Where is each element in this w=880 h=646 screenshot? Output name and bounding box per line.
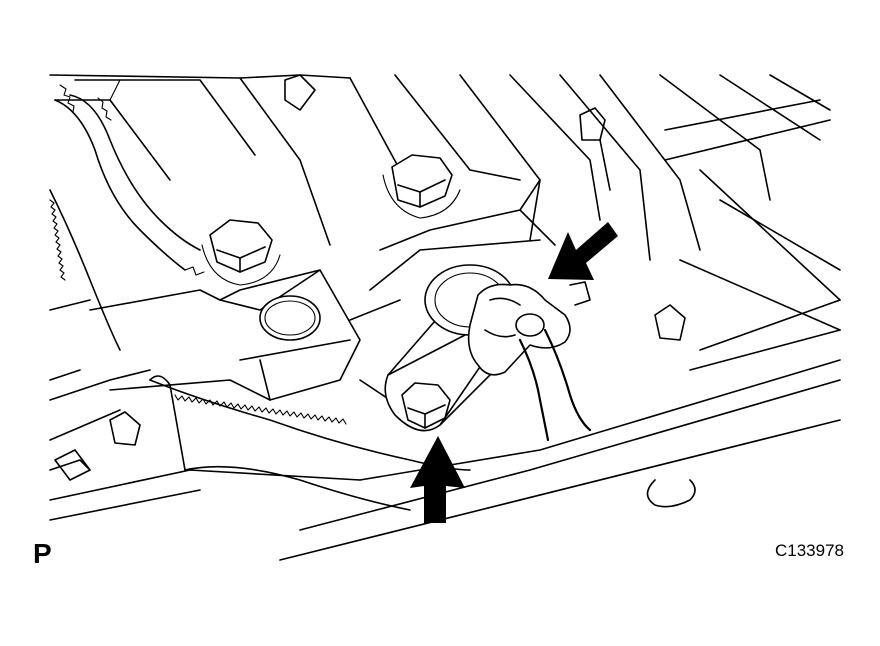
figure-code: C133978 — [774, 541, 844, 560]
engine-block-outline — [49, 74, 841, 561]
bolt-right — [579, 107, 686, 341]
mount-boss — [259, 295, 321, 341]
bolt-lower-left — [109, 411, 141, 446]
arrow-pointing-lower-left-icon — [548, 222, 618, 280]
mounting-hole — [646, 479, 696, 508]
bolt-upper-center — [382, 154, 461, 219]
view-label: P — [33, 538, 52, 569]
bolt-left — [201, 219, 281, 286]
upper-left-hose — [54, 84, 205, 276]
bolt-top — [284, 74, 316, 111]
ground-wire — [518, 281, 592, 442]
strap-bolt — [401, 382, 451, 429]
wire-connector — [467, 283, 571, 376]
arrow-pointing-up-icon — [410, 436, 465, 523]
left-small-bracket — [49, 369, 91, 481]
